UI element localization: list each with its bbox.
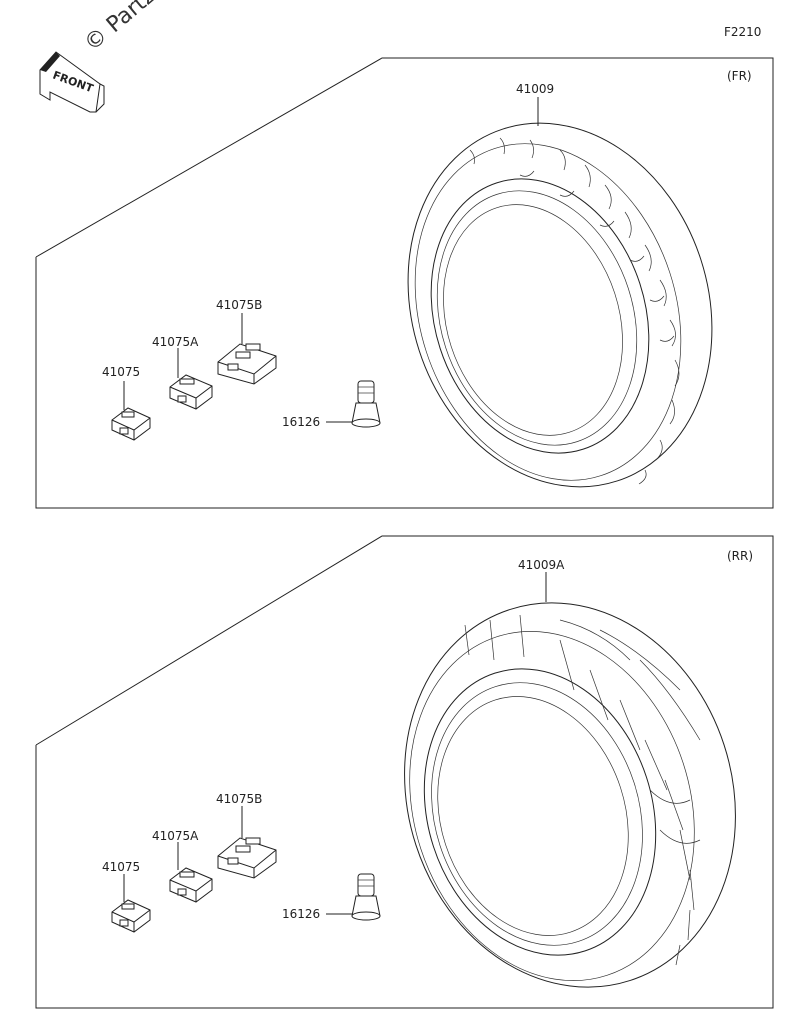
panel-rear-frame bbox=[35, 535, 774, 1009]
front-valve bbox=[351, 380, 381, 428]
rear-tread bbox=[464, 614, 701, 966]
front-arrow-icon: FRONT bbox=[39, 51, 105, 113]
panel-front: (FR) 41009 bbox=[35, 57, 774, 509]
panel-rear: (RR) 41009A bbox=[35, 535, 774, 1009]
rear-weight-b bbox=[217, 837, 277, 879]
rear-valve-part-number: 16126 bbox=[282, 907, 320, 921]
front-tread bbox=[469, 137, 680, 485]
front-tire-part-number: 41009 bbox=[516, 82, 554, 96]
front-weight-b-part-number: 41075B bbox=[216, 298, 262, 312]
front-weight-b bbox=[217, 343, 277, 385]
front-weight-part-number: 41075 bbox=[102, 365, 140, 379]
panel-rear-tag: (RR) bbox=[727, 549, 753, 563]
panel-front-tag: (FR) bbox=[727, 69, 752, 83]
front-weight-a-part-number: 41075A bbox=[152, 335, 199, 349]
rear-tire bbox=[404, 602, 736, 988]
panel-front-frame bbox=[35, 57, 774, 509]
rear-weight-part-number: 41075 bbox=[102, 860, 140, 874]
rear-weight-a-part-number: 41075A bbox=[152, 829, 199, 843]
front-tire bbox=[407, 122, 713, 488]
rear-valve bbox=[351, 873, 381, 921]
rear-tire-part-number: 41009A bbox=[518, 558, 565, 572]
rear-weight bbox=[111, 899, 151, 933]
watermark-text: © Partzilla bbox=[80, 0, 185, 57]
front-valve-part-number: 16126 bbox=[282, 415, 320, 429]
rear-weight-b-part-number: 41075B bbox=[216, 792, 262, 806]
rear-weight-a bbox=[169, 867, 213, 903]
page-code: F2210 bbox=[724, 25, 761, 39]
front-weight-a bbox=[169, 374, 213, 410]
front-weight bbox=[111, 407, 151, 441]
